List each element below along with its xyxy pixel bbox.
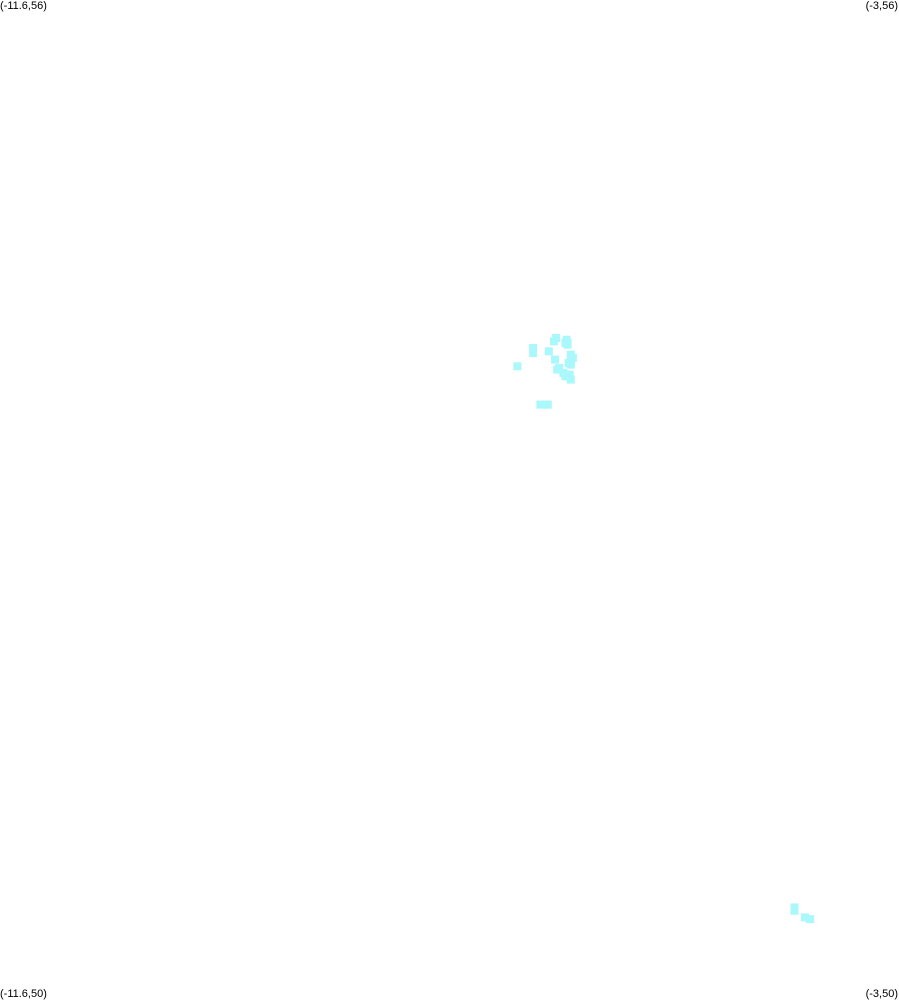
- map-marker: [566, 357, 575, 366]
- map-marker: [800, 913, 809, 922]
- map-marker: [551, 355, 560, 364]
- map-marker: [513, 362, 522, 371]
- map-marker: [541, 400, 550, 409]
- map-marker: [563, 339, 572, 347]
- map-marker: [806, 915, 815, 924]
- marker-layer: [513, 334, 815, 924]
- map-marker: [552, 334, 561, 342]
- corner-label-top-left: (-11.6,56): [0, 0, 47, 12]
- map-marker: [565, 370, 574, 379]
- map-marker: [555, 364, 564, 372]
- corner-label-bottom-left: (-11.6,50): [0, 988, 47, 1000]
- map-marker: [566, 375, 575, 384]
- map-marker: [790, 906, 799, 915]
- corner-label-bottom-right: (-3,50): [865, 988, 898, 1000]
- map-marker: [544, 347, 553, 356]
- map-marker: [536, 400, 545, 409]
- map-marker: [561, 372, 570, 381]
- map-marker: [529, 349, 538, 357]
- corner-label-top-right: (-3,56): [865, 0, 898, 12]
- map-marker: [529, 344, 538, 352]
